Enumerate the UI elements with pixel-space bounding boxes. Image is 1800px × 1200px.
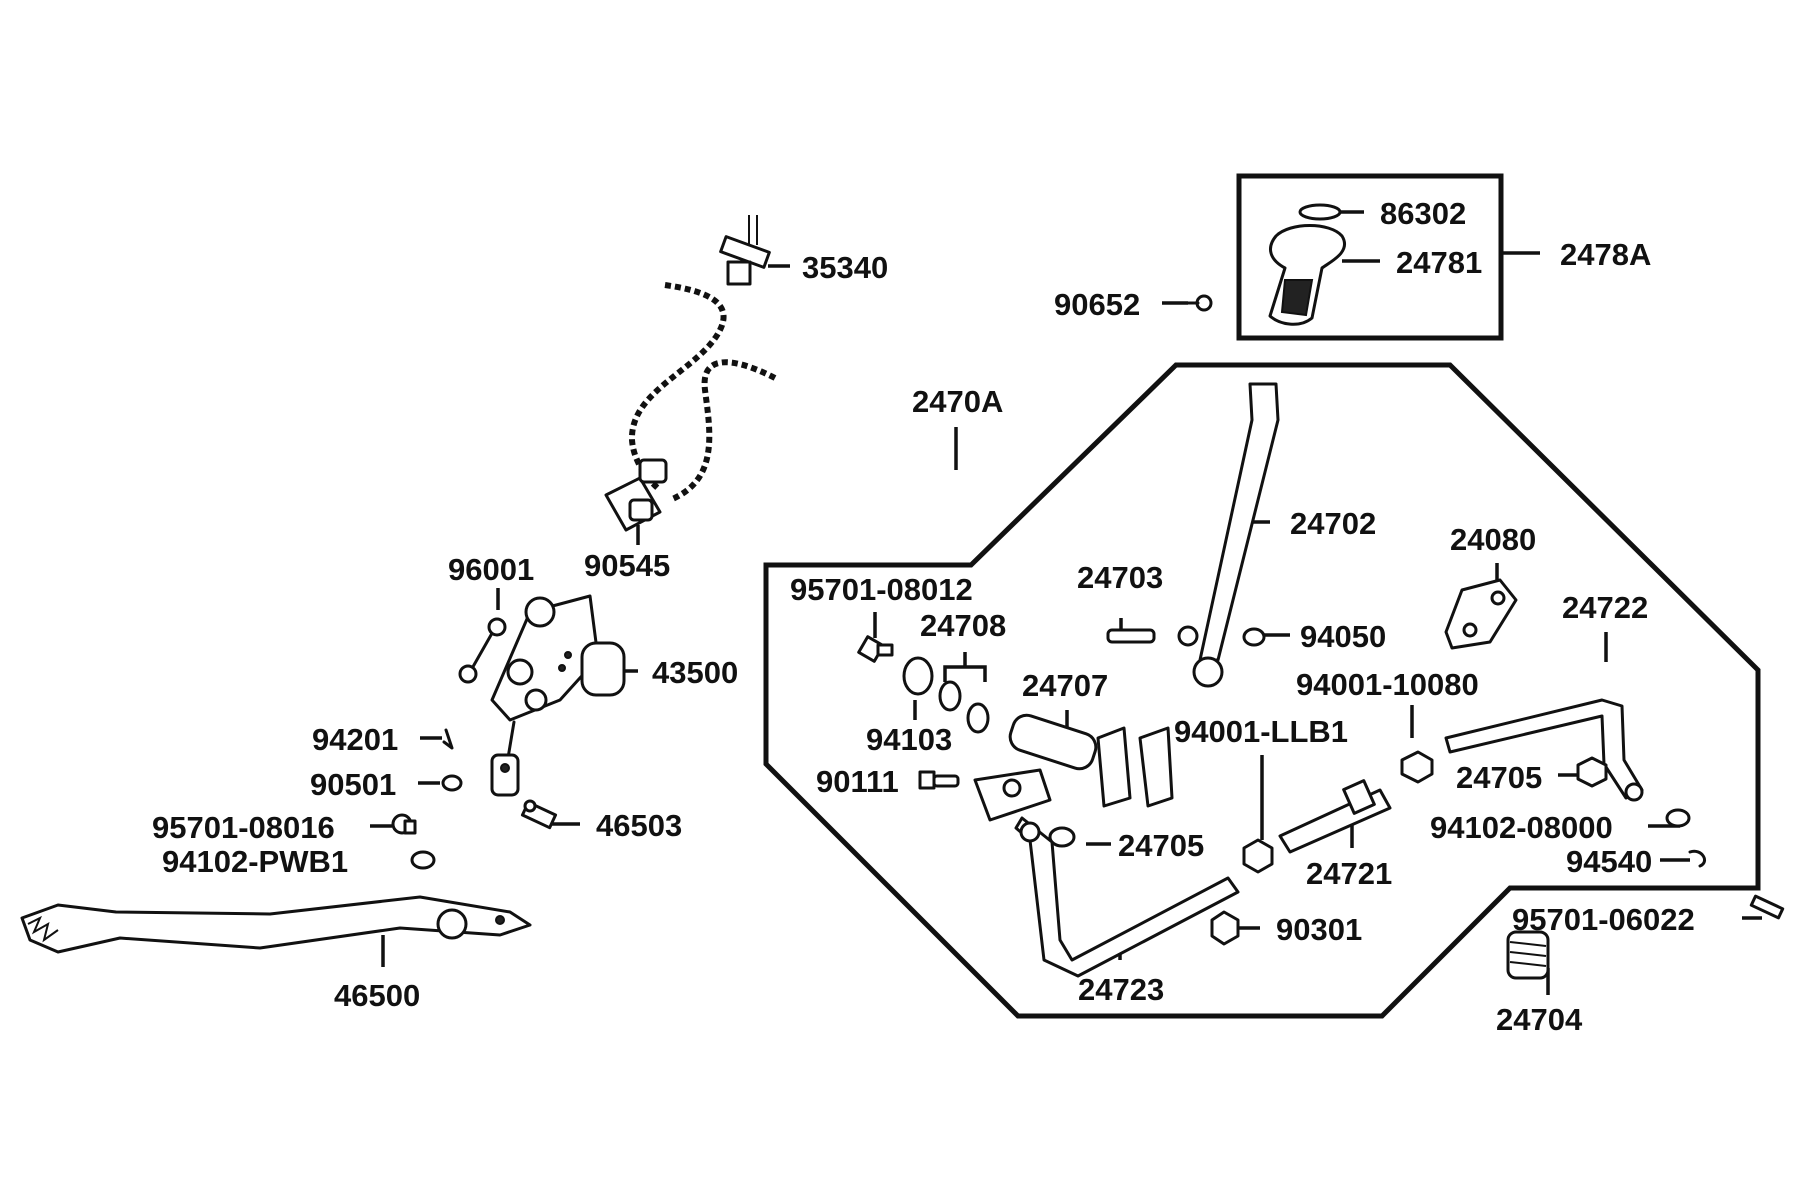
callout-labels: 35340 90545 96001 43500 94201 90501 4650… [152, 196, 1695, 1037]
switch-35340 [719, 215, 771, 286]
arm-24707 [973, 713, 1174, 822]
bolt-95701-06022 [1749, 894, 1785, 920]
nut-94001-10080 [1400, 750, 1434, 784]
oring-24708-b [966, 702, 990, 734]
shift-knob-24781 [1268, 224, 1346, 326]
label-86302: 86302 [1380, 196, 1466, 231]
screw-90652 [1186, 294, 1213, 312]
label-46503: 46503 [596, 808, 682, 843]
nut-94001-LLB1 [1242, 838, 1274, 874]
washer-90501 [441, 774, 463, 792]
label-95701-08012: 95701-08012 [790, 572, 973, 607]
washer-94102-08000 [1665, 808, 1691, 828]
label-90652: 90652 [1054, 287, 1140, 322]
pin-46503 [520, 799, 558, 830]
washer-94102-PWB1 [410, 850, 436, 870]
washer-94103 [902, 656, 934, 696]
label-24080: 24080 [1450, 522, 1536, 557]
label-24707: 24707 [1022, 668, 1108, 703]
label-24781: 24781 [1396, 245, 1482, 280]
label-96001: 96001 [448, 552, 534, 587]
emblem-86302 [1298, 203, 1342, 221]
bracket-24080 [1444, 578, 1518, 650]
label-24722: 24722 [1562, 590, 1648, 625]
assembly-frame-2470A [763, 362, 1761, 1019]
label-90301: 90301 [1276, 912, 1362, 947]
label-46500: 46500 [334, 978, 420, 1013]
cotter-pin-94201 [442, 728, 454, 750]
master-cylinder-43500 [490, 594, 626, 797]
label-24703: 24703 [1077, 560, 1163, 595]
label-24708: 24708 [920, 608, 1006, 643]
spring-24704 [1506, 930, 1550, 980]
label-94103: 94103 [866, 722, 952, 757]
label-90545: 90545 [584, 548, 670, 583]
bolt-90111 [918, 770, 960, 790]
label-2470A: 2470A [912, 384, 1003, 419]
cable-90545 [604, 282, 777, 532]
bolt-95701-08016 [391, 813, 417, 835]
bolt-95701-08012 [857, 635, 894, 663]
pin-24703 [1106, 628, 1156, 644]
nut-24705-b [1576, 756, 1608, 788]
rod-24723 [1014, 816, 1240, 978]
assembly-frame-2478A [1236, 173, 1504, 341]
label-24705-left: 24705 [1118, 828, 1204, 863]
label-95701-06022: 95701-06022 [1512, 902, 1695, 937]
label-94102-PWB1: 94102-PWB1 [162, 844, 348, 879]
screw-96001 [458, 617, 507, 684]
shaft-24722 [1444, 698, 1644, 802]
brake-pedal-46500 [20, 895, 532, 954]
label-94050: 94050 [1300, 619, 1386, 654]
label-24704: 24704 [1496, 1002, 1583, 1037]
label-95701-08016: 95701-08016 [152, 810, 335, 845]
washer-24705-a [1048, 826, 1076, 848]
shift-rod-24702 [1177, 382, 1280, 688]
label-24705-right: 24705 [1456, 760, 1542, 795]
label-94540: 94540 [1566, 844, 1652, 879]
label-35340: 35340 [802, 250, 888, 285]
label-94001-10080: 94001-10080 [1296, 667, 1479, 702]
rod-end-24721 [1278, 779, 1392, 854]
label-90111: 90111 [816, 764, 899, 799]
label-24723: 24723 [1078, 972, 1164, 1007]
label-43500: 43500 [652, 655, 738, 690]
label-24702: 24702 [1290, 506, 1376, 541]
label-94102-08000: 94102-08000 [1430, 810, 1613, 845]
label-2478A: 2478A [1560, 237, 1651, 272]
label-24721: 24721 [1306, 856, 1392, 891]
oring-24708-a [938, 680, 962, 712]
clip-94540 [1688, 849, 1706, 868]
nut-90301 [1210, 910, 1240, 946]
washer-94050 [1242, 627, 1266, 647]
label-90501: 90501 [310, 767, 396, 802]
label-94201: 94201 [312, 722, 398, 757]
label-94001-LLB1: 94001-LLB1 [1174, 714, 1348, 749]
